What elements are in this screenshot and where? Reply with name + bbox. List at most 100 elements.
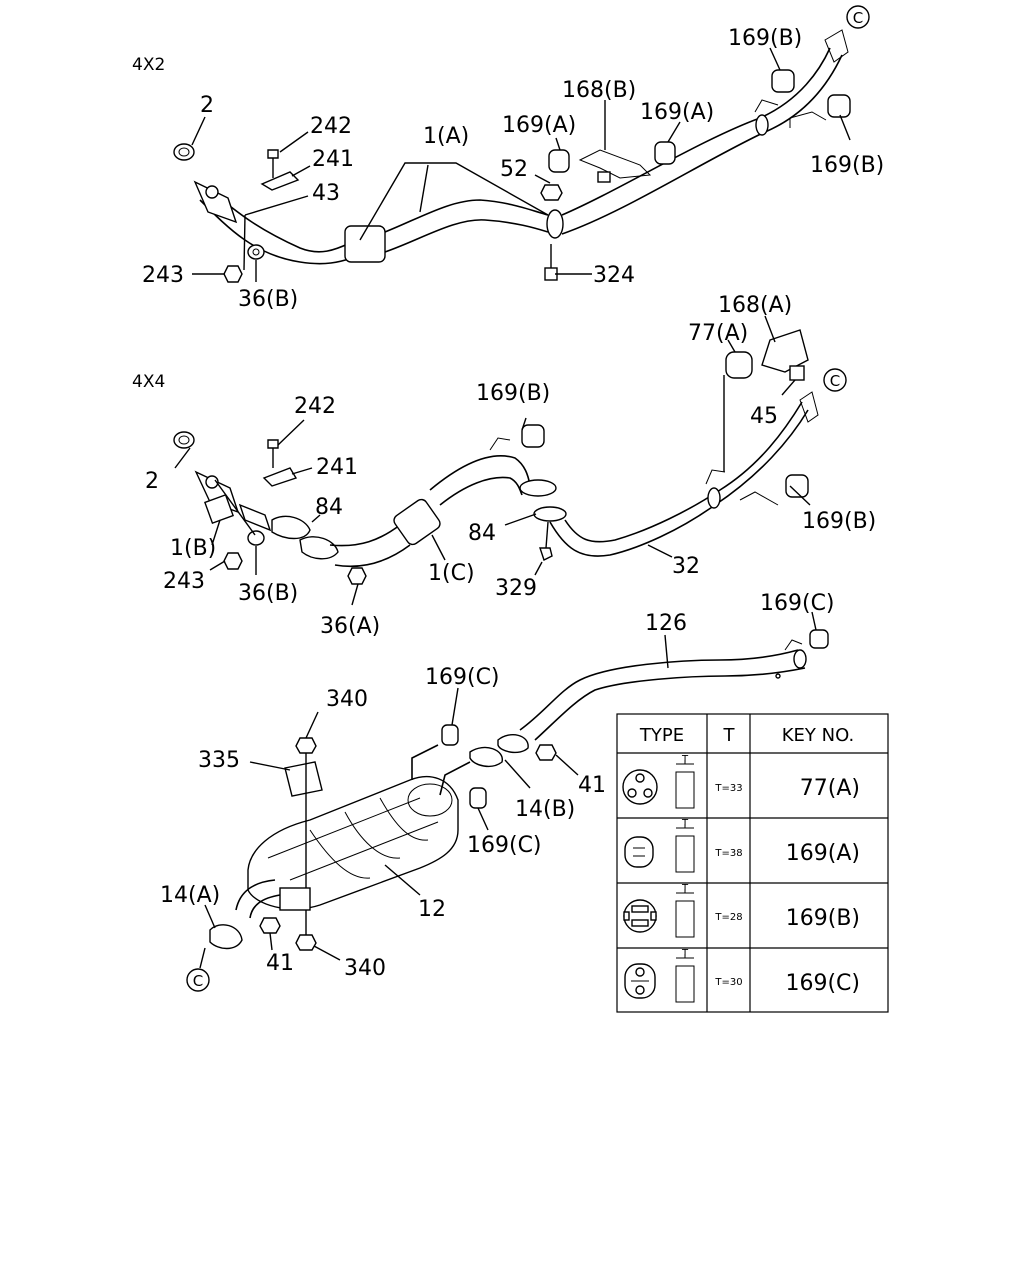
- callout-242: 242: [294, 394, 336, 419]
- callout-14a: 14(A): [160, 883, 220, 908]
- table-cell-t: T=30: [714, 977, 742, 988]
- table-row: T T=28 169(B): [623, 883, 860, 938]
- callout-32: 32: [672, 554, 700, 579]
- svg-text:C: C: [853, 9, 863, 27]
- table-header-type: TYPE: [639, 725, 684, 746]
- table-cell-key: 169(A): [786, 841, 860, 866]
- callout-36b: 36(B): [238, 287, 298, 312]
- nut-36a-icon: [347, 567, 367, 585]
- callout-169b: 169(B): [802, 509, 876, 534]
- rubber-mount-169b-icon: [521, 424, 545, 448]
- table-cell-t: T=38: [714, 848, 742, 859]
- svg-text:T: T: [681, 754, 689, 765]
- nut-icon: [223, 265, 243, 283]
- rubber-mount-169c-icon: [809, 629, 829, 649]
- section-muffler: C 126 169(C) 169(C) 169(C) 340 335 41 14…: [160, 591, 835, 992]
- rubber-mount-169b-icon: [771, 69, 795, 93]
- hanger-335-icon: [284, 761, 323, 797]
- rubber-mount-169c-icon: [441, 724, 459, 746]
- table-row: T T=38 169(A): [624, 818, 860, 873]
- callout-1a: 1(A): [423, 124, 469, 149]
- table-cell-key: 77(A): [800, 776, 860, 801]
- section-4x4: 4X4 C: [132, 293, 876, 639]
- washer-icon: [247, 530, 265, 546]
- callout-242: 242: [310, 114, 352, 139]
- svg-text:T: T: [681, 818, 689, 829]
- callout-77a: 77(A): [688, 321, 748, 346]
- callout-329: 329: [495, 576, 537, 601]
- catalytic-converter: [344, 225, 386, 263]
- nut-340-icon: [295, 934, 317, 951]
- callout-168a: 168(A): [718, 293, 792, 318]
- callout-14b: 14(B): [515, 797, 575, 822]
- gasket-84-icon: [271, 515, 311, 540]
- table-cell-key: 169(B): [786, 906, 860, 931]
- rubber-mount-169c-icon: [469, 787, 487, 809]
- table-cell-key: 169(C): [785, 971, 860, 996]
- connector-c-symbol: [846, 5, 870, 29]
- svg-text:C: C: [193, 972, 203, 990]
- callout-41: 41: [266, 951, 294, 976]
- callout-241: 241: [316, 455, 358, 480]
- rubber-mount-169b-icon: [785, 474, 809, 498]
- svg-text:C: C: [830, 372, 840, 390]
- bolt-329-icon: [539, 547, 553, 561]
- nut-340-icon: [295, 737, 317, 754]
- table-header-t: T: [723, 725, 736, 746]
- callout-169a: 169(A): [640, 100, 714, 125]
- connector-c-symbol: [186, 968, 210, 992]
- callout-41: 41: [578, 773, 606, 798]
- callout-84: 84: [315, 495, 343, 520]
- callout-169b: 169(B): [728, 26, 802, 51]
- type-key-table: TYPE T KEY NO. T T=33 77(A) T T=38 169(A…: [616, 713, 889, 1013]
- nut-icon: [223, 552, 243, 570]
- section-label-4x4: 4X4: [132, 372, 165, 392]
- callout-1c: 1(C): [428, 561, 475, 586]
- flange-14a-icon: [209, 924, 243, 950]
- bolt-icon: [267, 149, 279, 159]
- callout-36a: 36(A): [320, 614, 380, 639]
- callout-335: 335: [198, 748, 240, 773]
- nut-41-icon: [535, 744, 557, 761]
- gasket-icon: [173, 143, 195, 161]
- hanger-168b-icon: [578, 149, 652, 179]
- callout-169c: 169(C): [467, 833, 542, 858]
- flange-14b-icon: [469, 746, 503, 768]
- nut-41-icon: [259, 917, 281, 934]
- callout-169b: 169(B): [810, 153, 884, 178]
- table-header-key: KEY NO.: [782, 725, 855, 746]
- callout-340: 340: [344, 956, 386, 981]
- table-cell-t: T=28: [714, 912, 742, 923]
- section-4x2: 4X2: [132, 5, 884, 312]
- gasket-icon: [173, 431, 195, 449]
- callout-169b: 169(B): [476, 381, 550, 406]
- bolt-icon: [267, 439, 279, 449]
- callout-241: 241: [312, 147, 354, 172]
- muffler-bracket: [279, 887, 311, 911]
- nut-52-icon: [540, 184, 563, 201]
- callout-45: 45: [750, 404, 778, 429]
- section-label-4x2: 4X2: [132, 55, 165, 75]
- callout-1b: 1(B): [170, 536, 216, 561]
- mount-type-169a-icon: [624, 836, 654, 868]
- callout-52: 52: [500, 157, 528, 182]
- table-cell-t: T=33: [714, 783, 742, 794]
- bracket-icon: [260, 171, 300, 191]
- callout-126: 126: [645, 611, 687, 636]
- callout-169c: 169(C): [425, 665, 500, 690]
- callout-2: 2: [200, 93, 214, 118]
- callout-12: 12: [418, 897, 446, 922]
- table-row: T T=33 77(A): [622, 754, 860, 809]
- callout-2: 2: [145, 469, 159, 494]
- bracket-icon: [262, 467, 298, 487]
- svg-text:T: T: [681, 883, 689, 894]
- callout-84: 84: [468, 521, 496, 546]
- connector-c-symbol: [823, 368, 847, 392]
- callout-243: 243: [142, 263, 184, 288]
- rubber-mount-169b-icon: [827, 94, 851, 118]
- pipe-joint-flange: [519, 479, 557, 497]
- callout-243: 243: [163, 569, 205, 594]
- callout-169a: 169(A): [502, 113, 576, 138]
- svg-text:T: T: [681, 948, 689, 959]
